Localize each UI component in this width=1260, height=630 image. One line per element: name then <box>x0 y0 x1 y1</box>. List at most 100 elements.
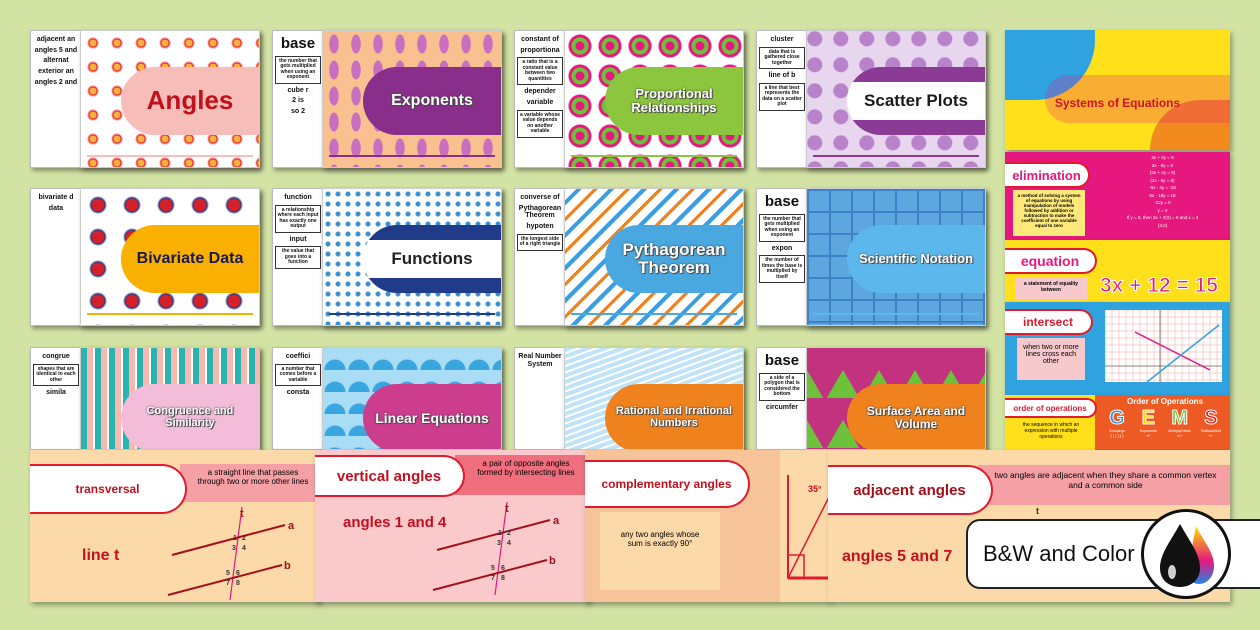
bw-term: congrue <box>42 353 70 360</box>
footer-rule <box>813 155 979 157</box>
definition: a statement of equality between <box>1015 277 1087 299</box>
diagram-label: 6 <box>501 565 505 572</box>
gems-letter-symbol: x² <box>1146 433 1150 438</box>
bw-term: exterior an <box>38 68 74 76</box>
tile-title: Proportional Relationships <box>631 86 717 115</box>
bw-term: expon <box>771 244 793 252</box>
term-label: elimination <box>1005 162 1090 188</box>
bw-term: adjacent an <box>36 36 76 43</box>
bw-definition: a ratio that is a constant value between… <box>517 57 563 86</box>
bw-term: cube r <box>287 86 309 94</box>
bw-definition: the longest side of a right triangle <box>517 233 563 251</box>
bw-term: simila <box>46 389 66 397</box>
line-label: t <box>1036 506 1039 516</box>
diagram-label: 2 <box>507 530 511 537</box>
diagram-label: 3 <box>232 545 236 552</box>
title-pill: Rational and Irrational Numbers <box>605 384 743 449</box>
bw-term: data <box>48 204 64 212</box>
bw-term: base <box>764 352 800 369</box>
diagram-label: 4 <box>507 540 511 547</box>
bw-term: cluster <box>770 36 794 43</box>
bw-definition: a relationship where each input has exac… <box>275 204 321 233</box>
work-line: -22y = 0 <box>1154 200 1171 205</box>
bw-term: circumfer <box>766 403 798 411</box>
title-pill: Linear Equations <box>363 384 501 449</box>
diagram-label: b <box>549 555 556 567</box>
bw-definition: the number that gets multiplied when usi… <box>275 55 321 84</box>
color-card-scientific-notation: Scientific Notation <box>806 188 986 326</box>
tile-title: Bivariate Data <box>136 249 244 267</box>
term-label: vertical angles <box>315 455 465 497</box>
bw-term: base <box>764 193 800 210</box>
bw-term: angles 2 and <box>34 78 78 86</box>
diagram-label: a <box>288 520 295 532</box>
tile-title: Scatter Plots <box>864 91 968 111</box>
order-heading: Order of Operations <box>1126 397 1203 406</box>
work-line: (2x - 6y = 6) <box>1150 177 1175 183</box>
bw-definition: the number that gets multiplied when usi… <box>759 213 805 242</box>
footer-rule <box>813 313 979 315</box>
work-line: If y = 0, then 3x + 2(0) = 9 and x = 3 <box>1126 215 1199 220</box>
color-card-surface-area-and-volume: Surface Area and Volume <box>806 347 986 450</box>
definition: a method of solving a system of equation… <box>1013 190 1085 236</box>
definition: a straight line that passes through two … <box>197 468 309 486</box>
badge-label: B&W and Color <box>983 541 1135 566</box>
gems-letter-glyph: E <box>1141 407 1155 430</box>
bw-card-visible-strip: coeffici a number that comes before a var… <box>275 353 321 397</box>
title-pill: Functions <box>363 225 501 293</box>
color-card-scatter-plots: Scatter Plots <box>806 30 986 168</box>
diagram-label: 7 <box>226 580 230 587</box>
definition: a pair of opposite angles formed by inte… <box>477 459 575 477</box>
tile-title: Exponents <box>391 91 473 109</box>
footer-rule <box>329 313 495 315</box>
gems-letter-symbol: ( ) [ ] { } <box>1110 433 1124 438</box>
work-line: 6x - 18y = 18 <box>1149 192 1176 198</box>
equation-example: 3x + 12 = 15 <box>1100 274 1219 298</box>
bw-term: 2 is <box>292 97 304 105</box>
bw-card-visible-strip: Real Number System <box>517 353 563 368</box>
tile-title: Linear Equations <box>375 409 489 426</box>
bw-term: proportiona <box>520 46 560 54</box>
color-card-pythagorean-theorem: Pythagorean Theorem <box>564 188 744 326</box>
example-label: line t <box>82 547 120 564</box>
definition: when two or more lines cross each other <box>1017 338 1085 380</box>
color-card-linear-equations: Linear Equations <box>322 347 502 450</box>
gems-letter-name: Subtract/Add <box>1200 429 1222 433</box>
diagram-label: 6 <box>236 570 240 577</box>
tile-title: Pythagorean Theorem <box>622 240 726 277</box>
bw-term: Real Number System <box>518 353 562 368</box>
diagram-label: b <box>284 560 291 572</box>
footer-rule <box>87 155 253 157</box>
gems-letter-name: Groupings <box>1108 429 1126 433</box>
gems-letter-glyph: G <box>1109 407 1126 430</box>
title-pill: Bivariate Data <box>121 225 259 293</box>
bw-term: Pythagorean Theorem <box>518 204 562 220</box>
card-intersect: intersect when two or more lines cross e… <box>1005 302 1230 395</box>
footer-rule <box>87 313 253 315</box>
card-elimination: elimination a method of solving a system… <box>1005 152 1230 240</box>
diagram-label: t <box>240 508 244 520</box>
work-line: 3x + 2y = 9 <box>1151 155 1174 160</box>
title-pill: Scatter Plots <box>847 67 985 135</box>
angle-label: 35° <box>808 484 822 494</box>
bw-term: line of b <box>768 72 796 80</box>
title-pill: Proportional Relationships <box>605 67 743 135</box>
footer-rule <box>571 155 737 157</box>
bw-term: constant of <box>521 36 559 43</box>
bw-term: angles 5 and <box>34 46 78 54</box>
gems-letter-name: Multiply/Divide <box>1168 429 1191 433</box>
gems-letter-symbol: ×/÷ <box>1176 433 1183 438</box>
term-label: intersect <box>1005 309 1093 335</box>
bw-definition: a side of a polygon that is considered t… <box>759 372 805 401</box>
bw-term: coeffici <box>285 353 311 360</box>
bw-definition: a number that comes before a variable <box>275 363 321 387</box>
work-line: -6x - 4y = -18 <box>1149 185 1176 190</box>
diagram-label: t <box>505 503 509 515</box>
diagram-label: 5 <box>491 565 495 572</box>
